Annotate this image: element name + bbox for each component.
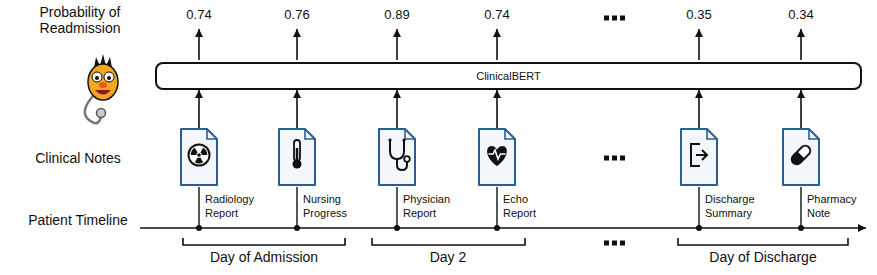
timeline-axis [140, 227, 866, 229]
output-arrow [198, 29, 200, 60]
mascot-head [88, 64, 118, 100]
leader-line [800, 187, 801, 228]
axis-label: Day 2 [388, 249, 508, 265]
heart-icon [487, 146, 507, 166]
stethoscope-icon [388, 138, 409, 170]
ellipsis-dot [620, 241, 625, 246]
document-shape [278, 128, 316, 186]
axis-label: Patient Timeline [19, 212, 137, 228]
probability-value: 0.35 [677, 8, 721, 23]
timeline-dot [494, 225, 500, 231]
axis-label: Clinical Notes [18, 150, 138, 166]
timeline-dot [798, 225, 804, 231]
clinical-note: Physician Report [378, 128, 416, 186]
thermometer-icon [293, 140, 302, 169]
probability-value: 0.74 [177, 8, 221, 23]
mascot-pupil [107, 76, 111, 80]
probability-value: 0.74 [475, 8, 519, 23]
note-label: Discharge Summary [705, 192, 763, 221]
exit-icon [691, 144, 707, 166]
ellipsis-dot [612, 16, 617, 21]
stethoscope-chest [97, 109, 106, 118]
output-arrow [296, 29, 298, 60]
clinical-note: Echo Report [478, 128, 516, 186]
pill-icon [790, 144, 813, 167]
mascot-pupil [95, 76, 99, 80]
output-arrows [199, 29, 801, 60]
input-arrow [396, 90, 398, 128]
document-shape [478, 128, 516, 186]
note-label: Echo Report [503, 192, 561, 221]
input-arrow [698, 90, 700, 128]
day-bracket [372, 238, 525, 245]
ellipsis-dots [604, 16, 625, 21]
timeline-dot [294, 225, 300, 231]
radiation-icon [188, 144, 211, 167]
input-arrow [296, 90, 298, 128]
day-bracket [678, 238, 848, 245]
note-label: Pharmacy Note [807, 192, 865, 221]
leader-line [396, 187, 397, 228]
leader-line [296, 187, 297, 228]
ellipsis-dot [604, 156, 609, 161]
mascot-eye [92, 72, 102, 82]
ellipsis-dot [604, 241, 609, 246]
timeline-dot [696, 225, 702, 231]
timeline-dot [196, 225, 202, 231]
document-shape [680, 128, 718, 186]
leader-line [698, 187, 699, 228]
mascot-icon [85, 54, 118, 123]
probability-value: 0.76 [275, 8, 319, 23]
ellipsis-dot [612, 156, 617, 161]
ellipsis-dot [620, 16, 625, 21]
document-shape [378, 128, 416, 186]
leader-line [198, 187, 199, 228]
probability-value: 0.89 [375, 8, 419, 23]
note-label: Radiology Report [205, 192, 263, 221]
clinical-note: Nursing Progress [278, 128, 316, 186]
leader-line [496, 187, 497, 228]
timeline-dot [394, 225, 400, 231]
ellipsis-dot [612, 241, 617, 246]
input-arrow [800, 90, 802, 128]
ellipsis-dots [604, 241, 625, 246]
clinical-note: Discharge Summary [680, 128, 718, 186]
axis-label: Day of Admission [179, 249, 349, 265]
ellipsis-dot [604, 16, 609, 21]
model-box: ClinicalBERT [155, 62, 862, 90]
document-shape [782, 128, 820, 186]
axis-label: Probability of Readmission [20, 4, 140, 36]
clinical-note: Radiology Report [180, 128, 218, 186]
output-arrow [396, 29, 398, 60]
input-arrow [198, 90, 200, 128]
ellipsis-dots [604, 156, 625, 161]
output-arrow [496, 29, 498, 60]
output-arrow [698, 29, 700, 60]
input-arrow [496, 90, 498, 128]
output-arrow [800, 29, 802, 60]
mascot-mouth [95, 90, 111, 95]
clinical-note: Pharmacy Note [782, 128, 820, 186]
document-shape [180, 128, 218, 186]
ellipsis-dot [620, 156, 625, 161]
day-bracket [183, 238, 345, 245]
note-label: Physician Report [403, 192, 461, 221]
axis-label: Day of Discharge [678, 249, 848, 265]
mascot-eye [104, 72, 114, 82]
note-label: Nursing Progress [303, 192, 361, 221]
mascot-nose [99, 82, 107, 88]
model-label: ClinicalBERT [476, 70, 541, 82]
probability-value: 0.34 [779, 8, 823, 23]
